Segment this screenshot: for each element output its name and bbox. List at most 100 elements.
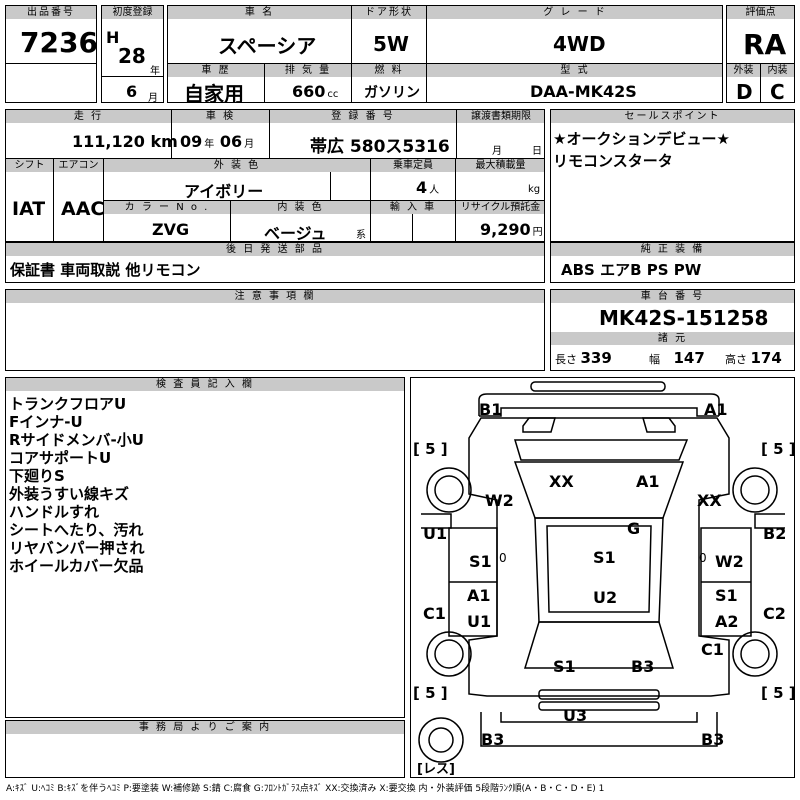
inspector-line: ハンドルすれ <box>9 503 100 521</box>
model: DAA-MK42S <box>530 82 637 101</box>
int-color-label: 内 装 色 <box>231 201 370 214</box>
interior-color: ベージュ <box>264 224 327 242</box>
mark-b3-center: B3 <box>631 657 655 676</box>
tire-br: [ 5 ] <box>761 684 795 702</box>
int-color-unit: 系 <box>356 230 366 241</box>
mark-a1-top: A1 <box>704 400 728 419</box>
ext-grade: D <box>736 80 753 103</box>
mark-a1-left: A1 <box>467 586 491 605</box>
mark-u1-lower: U1 <box>467 612 492 631</box>
mark-a1-center: A1 <box>636 472 660 491</box>
equipment-box: 純 正 装 備 ABS エアB PS PW <box>550 242 795 283</box>
notes-label: 注 意 事 項 欄 <box>6 290 544 303</box>
mark-xx-left: XX <box>549 472 574 491</box>
first-reg-label: 初度登録 <box>102 6 163 19</box>
car-info-box: 車 名 ドア形状 グ レ ー ド スペーシア 5W 4WD 車 歴 排 気 量 … <box>167 5 723 103</box>
length: 長さ 339 <box>555 349 612 367</box>
transfer-month-unit: 月 <box>492 146 502 157</box>
tire-tl: [ 5 ] <box>413 440 448 458</box>
mark-b2: B2 <box>763 524 787 543</box>
parts-label: 後 日 発 送 部 品 <box>6 243 544 256</box>
shift-label: シフト <box>6 159 53 172</box>
door-type: 5W <box>373 32 409 56</box>
lot-box: 出品番号 7236 <box>5 5 97 103</box>
inspector-lines: トランクフロアU Fインナ-U Rサイドメンバ-小U コアサポートU 下廻りS … <box>9 395 144 575</box>
mark-b3-left: B3 <box>481 730 505 749</box>
year-unit: 年 <box>150 66 160 77</box>
ext-label: 外装 <box>727 64 760 77</box>
inspector-line: ホイールカバー欠品 <box>9 557 144 575</box>
chassis-label: 車 台 番 号 <box>551 290 794 303</box>
equipment-value: ABS エアB PS PW <box>561 261 702 279</box>
mark-zero-right: 0 <box>699 551 707 565</box>
mark-s1-center: S1 <box>593 548 616 567</box>
int-grade: C <box>770 80 785 103</box>
inspector-box: 検 査 員 記 入 欄 トランクフロアU Fインナ-U Rサイドメンバ-小U コ… <box>5 377 405 718</box>
plate-label: 登 録 番 号 <box>270 110 456 123</box>
history-label: 車 歴 <box>168 64 264 77</box>
fuel: ガソリン <box>364 85 420 101</box>
office-box: 事 務 局 よ り ご 案 内 <box>5 720 405 778</box>
ac-label: エアコン <box>54 159 103 172</box>
mark-u2: U2 <box>593 588 618 607</box>
ac: AAC <box>61 198 105 220</box>
plate-number: 帯広 580ス5316 <box>310 137 450 157</box>
parts-value: 保証書 車両取説 他リモコン <box>10 261 201 279</box>
mark-w2-right: W2 <box>715 552 744 571</box>
inspector-line: 下廻りS <box>9 467 65 485</box>
width: 幅 147 <box>649 349 705 367</box>
mark-c1-right: C1 <box>701 640 724 659</box>
mark-g: G <box>627 519 641 538</box>
exterior-color: アイボリー <box>184 182 264 201</box>
tire-tr: [ 5 ] <box>761 440 795 458</box>
car-outline <box>418 381 785 763</box>
chassis-number: MK42S-151258 <box>599 306 769 330</box>
spare-tire: [レス] <box>417 762 455 777</box>
chassis-box: 車 台 番 号 MK42S-151258 諸 元 長さ 339 幅 147 高さ… <box>550 289 795 371</box>
inspection-label: 車 検 <box>172 110 269 123</box>
grade-label: グ レ ー ド <box>427 6 722 19</box>
color-label: 外 装 色 <box>104 159 370 172</box>
mark-u3: U3 <box>563 706 588 725</box>
inspector-line: Fインナ-U <box>9 413 83 431</box>
mileage: 111,120 km <box>72 132 178 151</box>
mark-w2-left: W2 <box>485 491 514 510</box>
transfer-label: 譲渡書類期限 <box>457 110 544 123</box>
model-label: 型 式 <box>427 64 722 77</box>
color-number: ZVG <box>152 220 190 239</box>
inspector-label: 検 査 員 記 入 欄 <box>6 378 404 391</box>
lot-number: 7236 <box>20 26 97 59</box>
import-label: 輸 入 車 <box>371 201 455 214</box>
reg-year: 28 <box>118 44 146 68</box>
fuel-label: 燃 料 <box>352 64 426 77</box>
inspector-line: 外装うすい線キズ <box>9 485 130 503</box>
sales-line-1: ★オークションデビュー★ <box>553 130 730 148</box>
notes-box: 注 意 事 項 欄 <box>5 289 545 371</box>
capacity-label: 乗車定員 <box>371 159 455 172</box>
recycle-label: リサイクル預託金 <box>456 201 544 214</box>
sales-line-2: リモコンスタータ <box>553 152 673 170</box>
mark-c2: C2 <box>763 604 786 623</box>
history: 自家用 <box>184 82 244 103</box>
mark-xx-right: XX <box>697 491 722 510</box>
transfer-day-unit: 日 <box>532 146 542 157</box>
spec-label: 諸 元 <box>551 332 794 345</box>
legend: A:ｷｽﾞ U:ﾍｺﾐ B:ｷｽﾞを伴うﾍｺﾐ P:要塗装 W:補修跡 S:錆 … <box>6 784 605 794</box>
load-label: 最大積載量 <box>456 159 544 172</box>
height: 高さ 174 <box>725 349 782 367</box>
sales-point-box: セールスポイント ★オークションデビュー★ リモコンスタータ <box>550 109 795 242</box>
sales-label: セールスポイント <box>551 110 794 123</box>
car-diagram: B1 A1 [ 5 ] [ 5 ] XX A1 W2 XX G U1 B2 S1… <box>410 377 795 778</box>
load-unit: kg <box>528 184 541 195</box>
month-unit: 月 <box>148 93 158 103</box>
disp-label: 排 気 量 <box>265 64 351 77</box>
inspector-line: コアサポートU <box>9 449 112 467</box>
parts-box: 後 日 発 送 部 品 保証書 車両取説 他リモコン <box>5 242 545 283</box>
mileage-label: 走 行 <box>6 110 171 123</box>
mark-b3-right: B3 <box>701 730 725 749</box>
